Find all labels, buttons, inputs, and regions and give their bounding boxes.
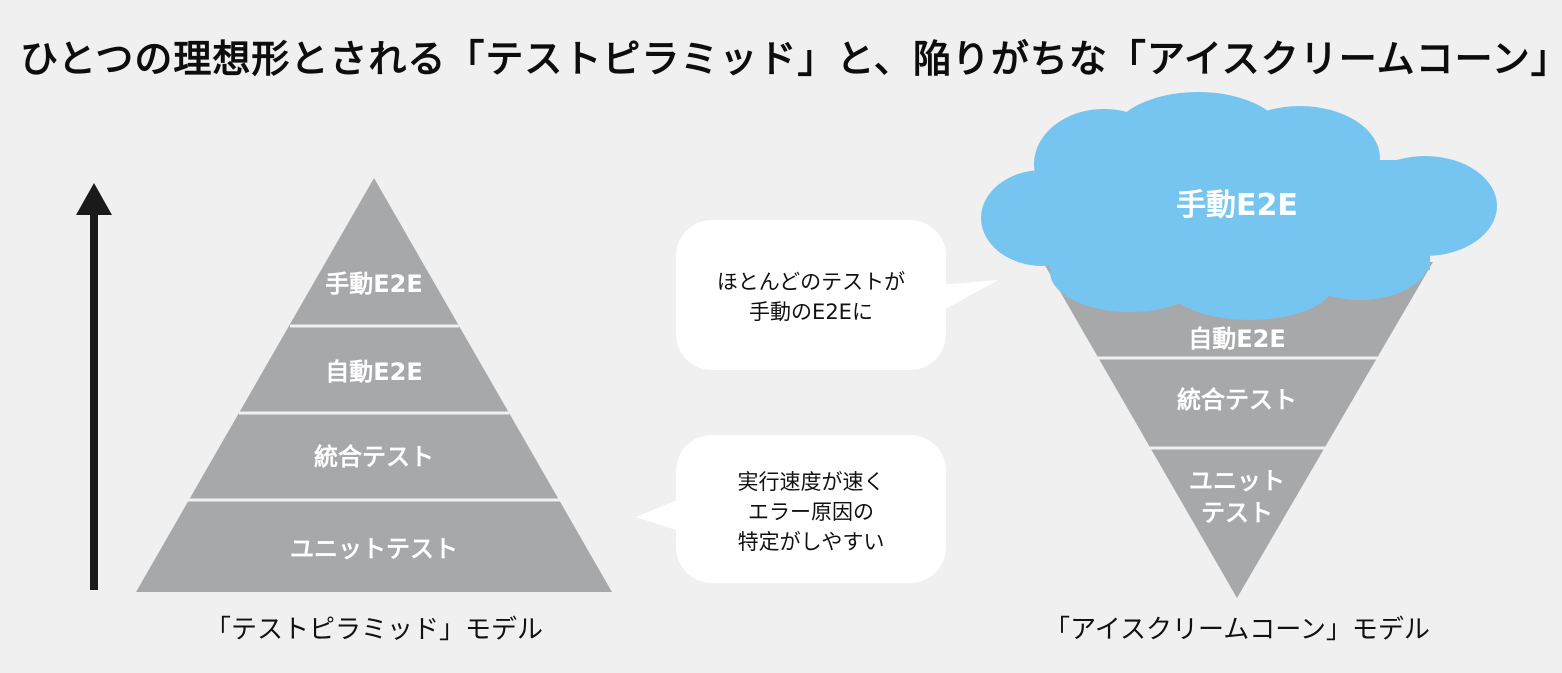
test-pyramid: 手動E2E 自動E2E 統合テスト ユニットテスト [136, 178, 612, 592]
pyramid-layer-manual-e2e: 手動E2E [325, 270, 423, 298]
page-title: ひとつの理想形とされる「テストピラミッド」と、陥りがちな「アイスクリームコーン」 [20, 37, 1562, 81]
cloud-label-manual-e2e: 手動E2E [1176, 188, 1298, 223]
bubble-bottom-line-1: 実行速度が速く [738, 470, 885, 494]
pyramid-layer-integration: 統合テスト [314, 443, 434, 471]
bubble-top-line-2: 手動のE2Eに [749, 300, 873, 324]
speech-bubble-bottom: 実行速度が速く エラー原因の 特定がしやすい [636, 435, 946, 583]
cone-layer-unit-line-1: ユニット [1189, 467, 1285, 495]
cone-layer-unit-line-2: テスト [1201, 499, 1273, 527]
pyramid-layer-auto-e2e: 自動E2E [325, 358, 423, 386]
bubble-bottom-line-2: エラー原因の [748, 500, 874, 524]
pyramid-caption: 「テストピラミッド」モデル [205, 615, 543, 645]
cone-shape [1043, 262, 1433, 598]
ice-cream-cone: 自動E2E 統合テスト ユニット テスト [1043, 262, 1433, 598]
cloud-icon [981, 92, 1497, 320]
pyramid-shape [136, 178, 612, 592]
cone-layer-auto-e2e: 自動E2E [1188, 325, 1286, 353]
pyramid-layer-unit: ユニットテスト [290, 535, 458, 563]
icecream-caption: 「アイスクリームコーン」モデル [1044, 615, 1430, 645]
bubble-top-line-1: ほとんどのテストが [717, 270, 905, 294]
cone-layer-integration: 統合テスト [1177, 386, 1297, 414]
arrow-up-icon [76, 183, 112, 590]
bubble-bottom-line-3: 特定がしやすい [738, 530, 885, 554]
speech-bubble-top: ほとんどのテストが 手動のE2Eに [676, 220, 998, 370]
